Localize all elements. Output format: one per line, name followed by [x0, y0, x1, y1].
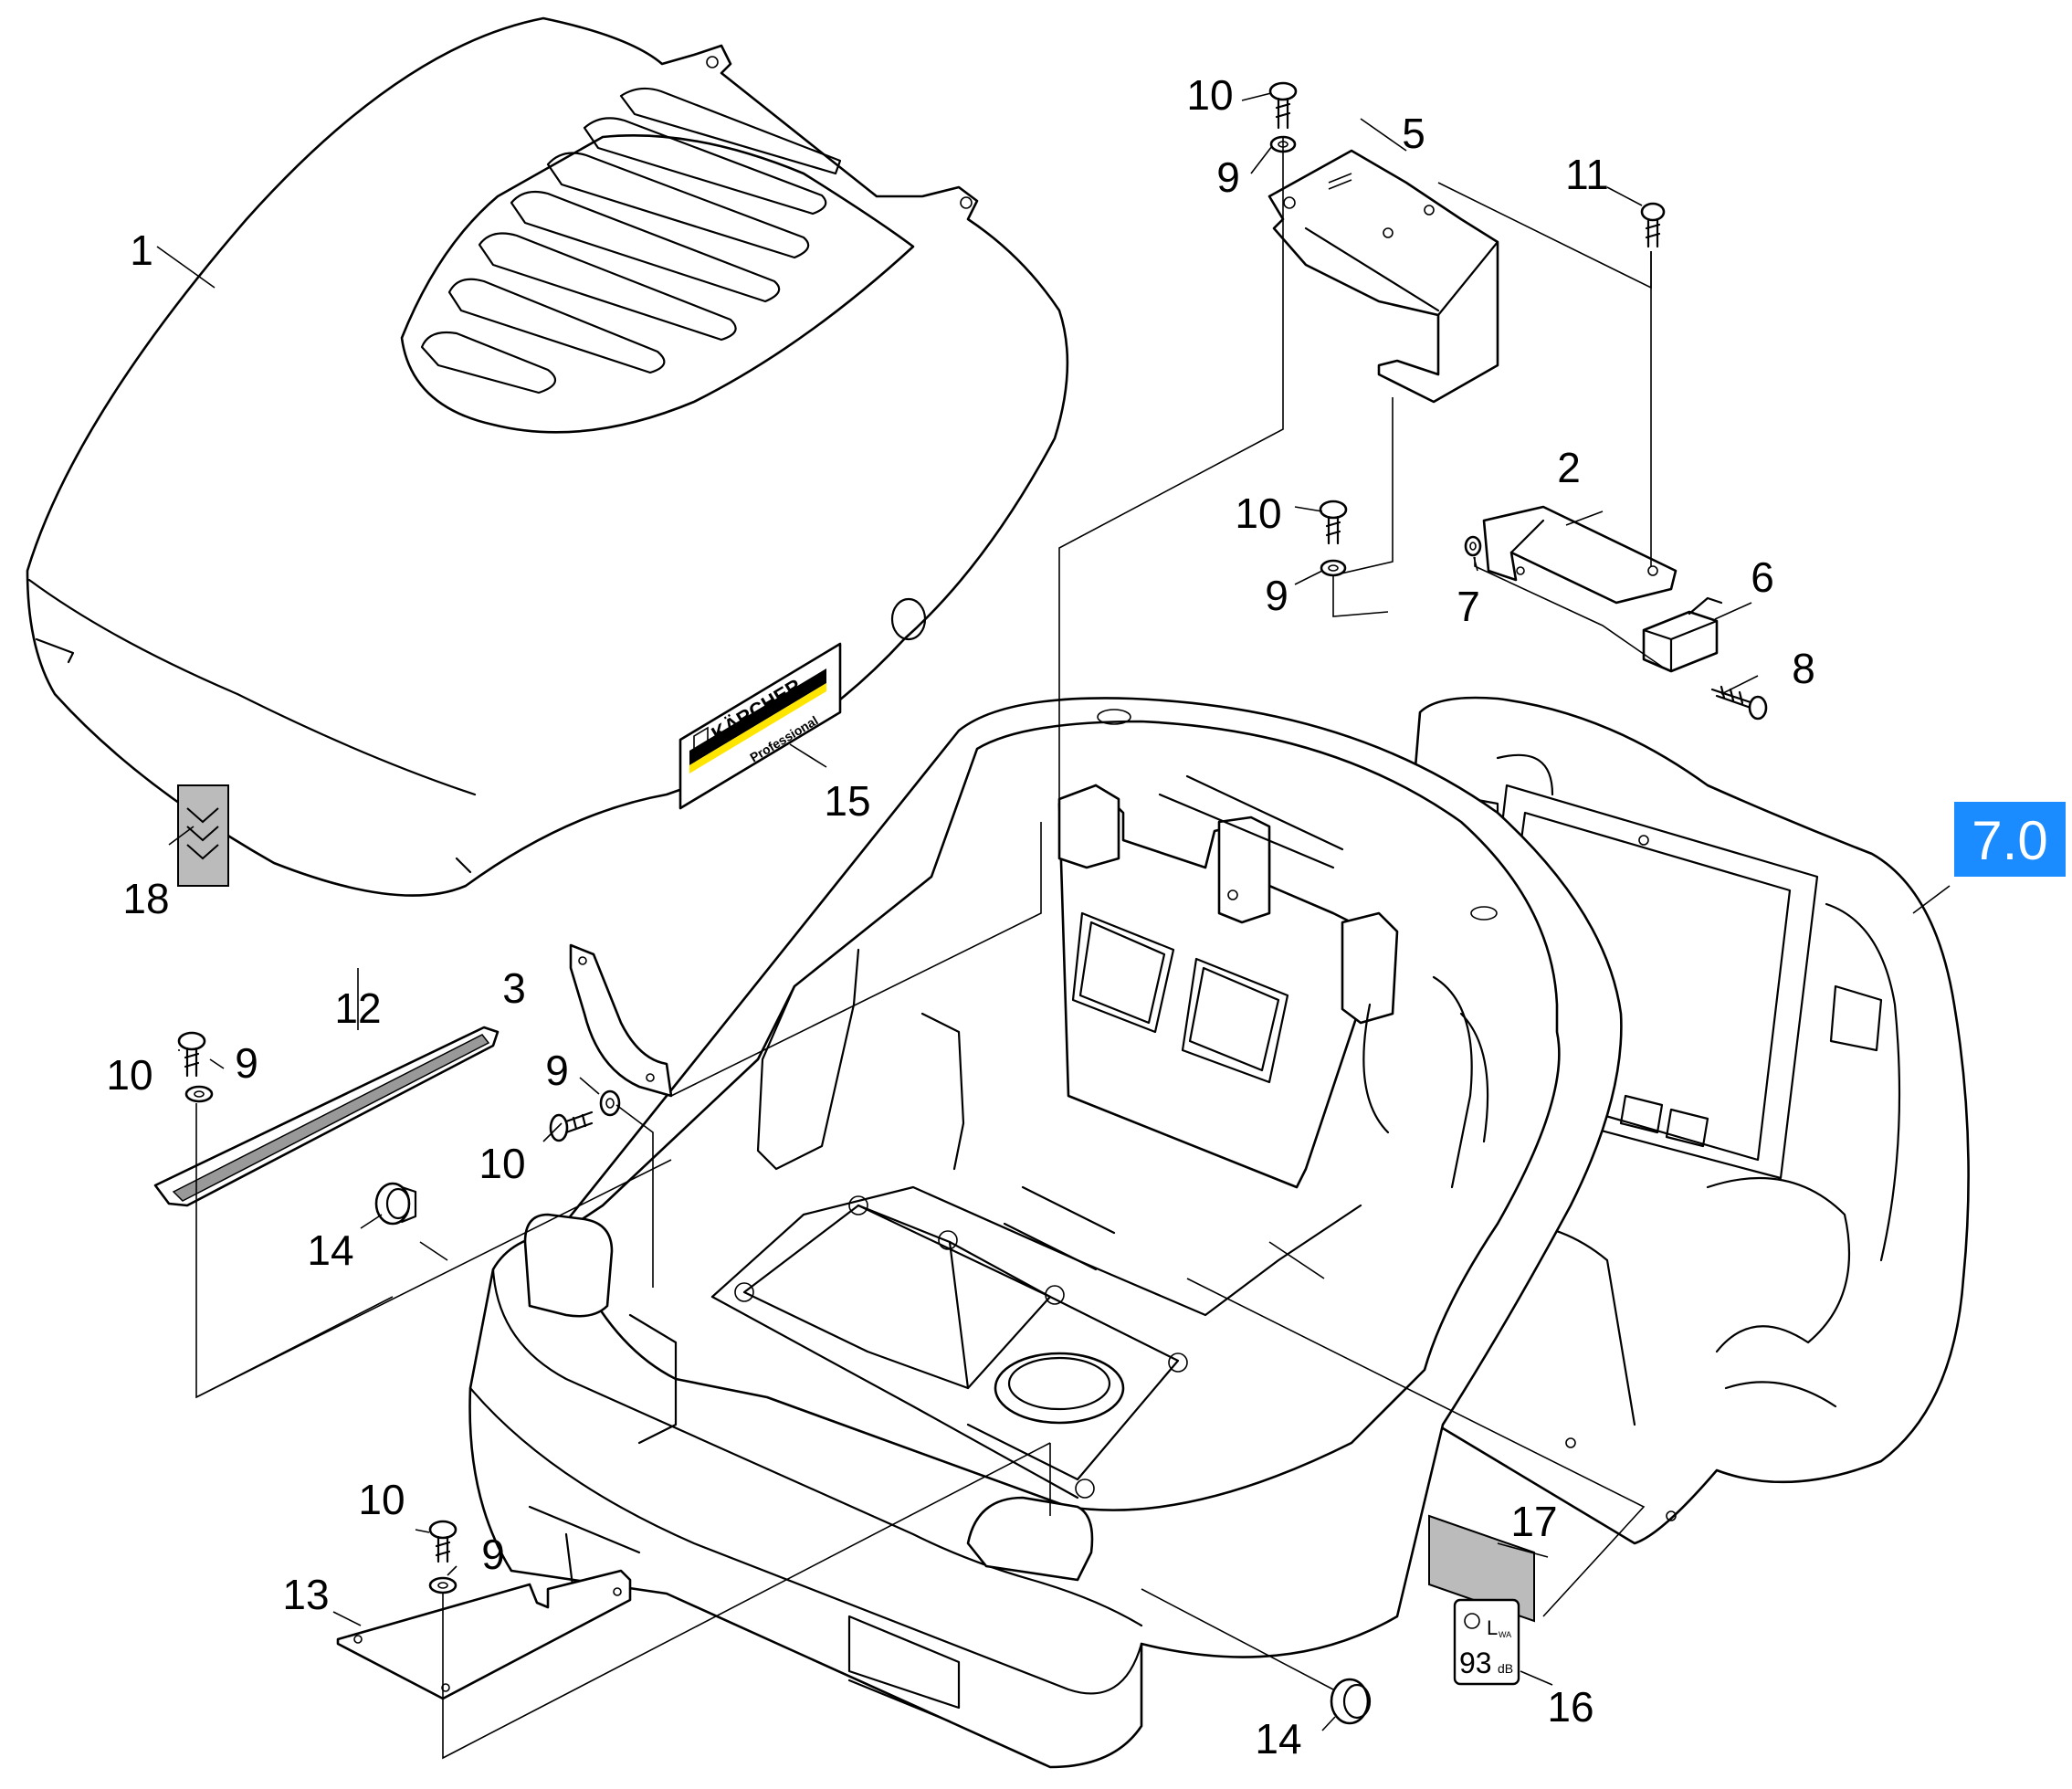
callout-5: 5 [1402, 110, 1425, 157]
callout-18: 18 [122, 875, 169, 922]
callout-9-top: 9 [1216, 153, 1240, 201]
callout-10-bottom: 10 [358, 1476, 405, 1523]
callout-17: 17 [1510, 1498, 1557, 1545]
callout-9-bottom: 9 [481, 1531, 505, 1578]
bracket-part-5 [1267, 149, 1499, 404]
screw-part-11 [1640, 202, 1666, 248]
plate-part-13 [336, 1569, 632, 1700]
callout-14-right: 14 [1255, 1715, 1301, 1763]
callout-10-left: 10 [106, 1051, 153, 1099]
base-chassis-part [468, 697, 1623, 1769]
nut-part-7 [1464, 535, 1482, 557]
noise-label-subscript: WA [1499, 1630, 1511, 1639]
assembly-lines [156, 92, 1951, 1760]
label-part-17 [1428, 1514, 1535, 1623]
callout-1: 1 [130, 226, 153, 274]
microswitch-part-6 [1642, 596, 1723, 673]
screw-part-10-mid [1319, 500, 1348, 545]
page-badge-background [1954, 802, 2066, 877]
washer-part-9-center [599, 1089, 621, 1117]
callout-6: 6 [1751, 553, 1774, 601]
callout-16: 16 [1547, 1683, 1593, 1731]
callout-10-top: 10 [1186, 71, 1233, 119]
callout-3: 3 [502, 964, 526, 1012]
washer-part-9-left [184, 1085, 214, 1103]
hood-cover-part [26, 16, 1069, 897]
callout-12: 12 [334, 984, 381, 1032]
callout-2: 2 [1557, 444, 1581, 491]
filter-strip-part-12 [153, 1026, 500, 1207]
screw-part-10-left [177, 1031, 206, 1078]
screw-part-10-center [549, 1110, 594, 1142]
page-badge-label: 7.0 [1972, 810, 2047, 871]
warning-label-part [177, 784, 229, 887]
callout-14-left: 14 [307, 1226, 353, 1274]
callout-15: 15 [824, 777, 870, 825]
callout-10-mid: 10 [1235, 489, 1281, 537]
callout-10-center: 10 [479, 1140, 525, 1187]
grommet-part-14-left [374, 1182, 417, 1226]
callout-13: 13 [282, 1571, 329, 1618]
callout-9-left: 9 [235, 1039, 258, 1087]
callout-9-center: 9 [545, 1047, 569, 1094]
noise-label-unit: dB [1498, 1661, 1513, 1676]
callout-8: 8 [1792, 645, 1815, 692]
callout-9-mid: 9 [1265, 572, 1288, 619]
bracket-part-2 [1482, 505, 1678, 605]
washer-part-9-bottom [428, 1576, 458, 1594]
screw-part-8 [1710, 685, 1768, 721]
plate-part-3 [569, 943, 673, 1098]
grommet-part-14-right [1330, 1678, 1372, 1725]
noise-label-part-16: L WA 93 dB [1453, 1598, 1520, 1686]
callout-7: 7 [1457, 583, 1480, 630]
callout-labels: 1 2 3 5 6 7 8 9 9 9 9 9 10 10 10 10 10 1… [106, 71, 1814, 1763]
screw-part-10-top [1268, 81, 1298, 130]
noise-label-value: 93 [1459, 1647, 1492, 1679]
noise-label-symbol: L [1487, 1616, 1498, 1639]
page-badge: 7.0 [1954, 802, 2066, 877]
callout-11: 11 [1565, 151, 1609, 198]
screw-part-10-bottom [428, 1520, 458, 1563]
